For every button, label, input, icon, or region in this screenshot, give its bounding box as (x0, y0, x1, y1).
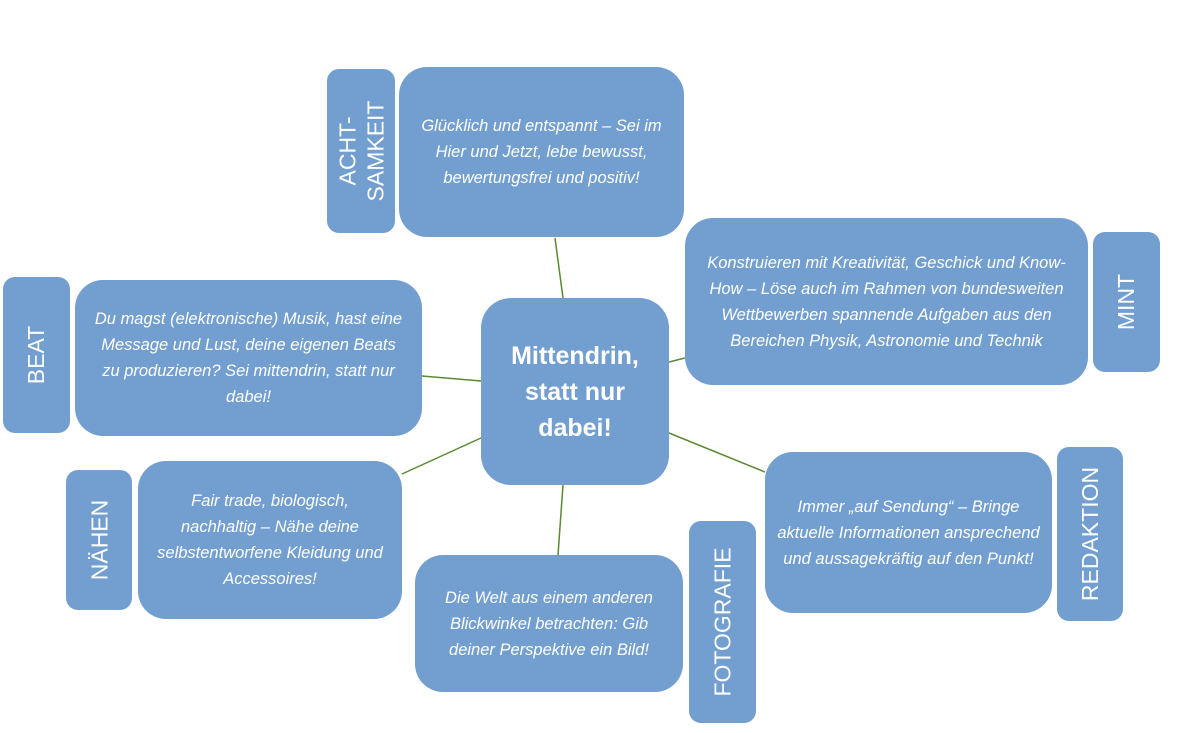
connector-fotografie (557, 484, 564, 556)
label-text: NÄHEN (86, 499, 113, 581)
label-text: FOTOGRAFIE (709, 547, 736, 697)
node-achtsamkeit: Glücklich und entspannt – Sei im Hier un… (399, 67, 684, 237)
label-fotografie: FOTOGRAFIE (689, 521, 756, 723)
label-text: ACHT- SAMKEIT (334, 100, 388, 202)
node-naehen: Fair trade, biologisch, nachhaltig – Näh… (138, 461, 402, 619)
node-text: Die Welt aus einem anderen Blickwinkel b… (445, 588, 653, 659)
node-mint: Konstruieren mit Kreativität, Geschick u… (685, 218, 1088, 385)
label-text: REDAKTION (1077, 466, 1103, 602)
center-node: Mittendrin, statt nur dabei! (481, 298, 669, 485)
connector-redaktion (668, 432, 766, 473)
node-text: Konstruieren mit Kreativität, Geschick u… (707, 253, 1066, 350)
label-mint: MINT (1093, 232, 1160, 372)
label-beat: BEAT (3, 277, 70, 433)
label-text: MINT (1113, 273, 1140, 331)
label-naehen: NÄHEN (66, 470, 132, 610)
node-text: Glücklich und entspannt – Sei im Hier un… (421, 117, 662, 187)
connector-mint (668, 357, 686, 363)
node-redaktion: Immer „auf Sendung“ – Bringe aktuelle In… (765, 452, 1052, 613)
node-fotografie: Die Welt aus einem anderen Blickwinkel b… (415, 555, 683, 692)
node-beat: Du magst (elektronische) Musik, hast ein… (75, 280, 422, 436)
center-text: Mittendrin, statt nur dabei! (511, 341, 639, 442)
connector-beat (421, 375, 482, 382)
label-redaktion: REDAKTION (1057, 447, 1123, 621)
connector-naehen (401, 437, 482, 475)
label-achtsamkeit: ACHT- SAMKEIT (327, 69, 395, 233)
node-text: Immer „auf Sendung“ – Bringe aktuelle In… (777, 497, 1040, 568)
label-text: BEAT (23, 325, 50, 385)
connector-achtsamkeit (554, 237, 564, 299)
node-text: Fair trade, biologisch, nachhaltig – Näh… (157, 492, 383, 588)
node-text: Du magst (elektronische) Musik, hast ein… (94, 310, 403, 406)
